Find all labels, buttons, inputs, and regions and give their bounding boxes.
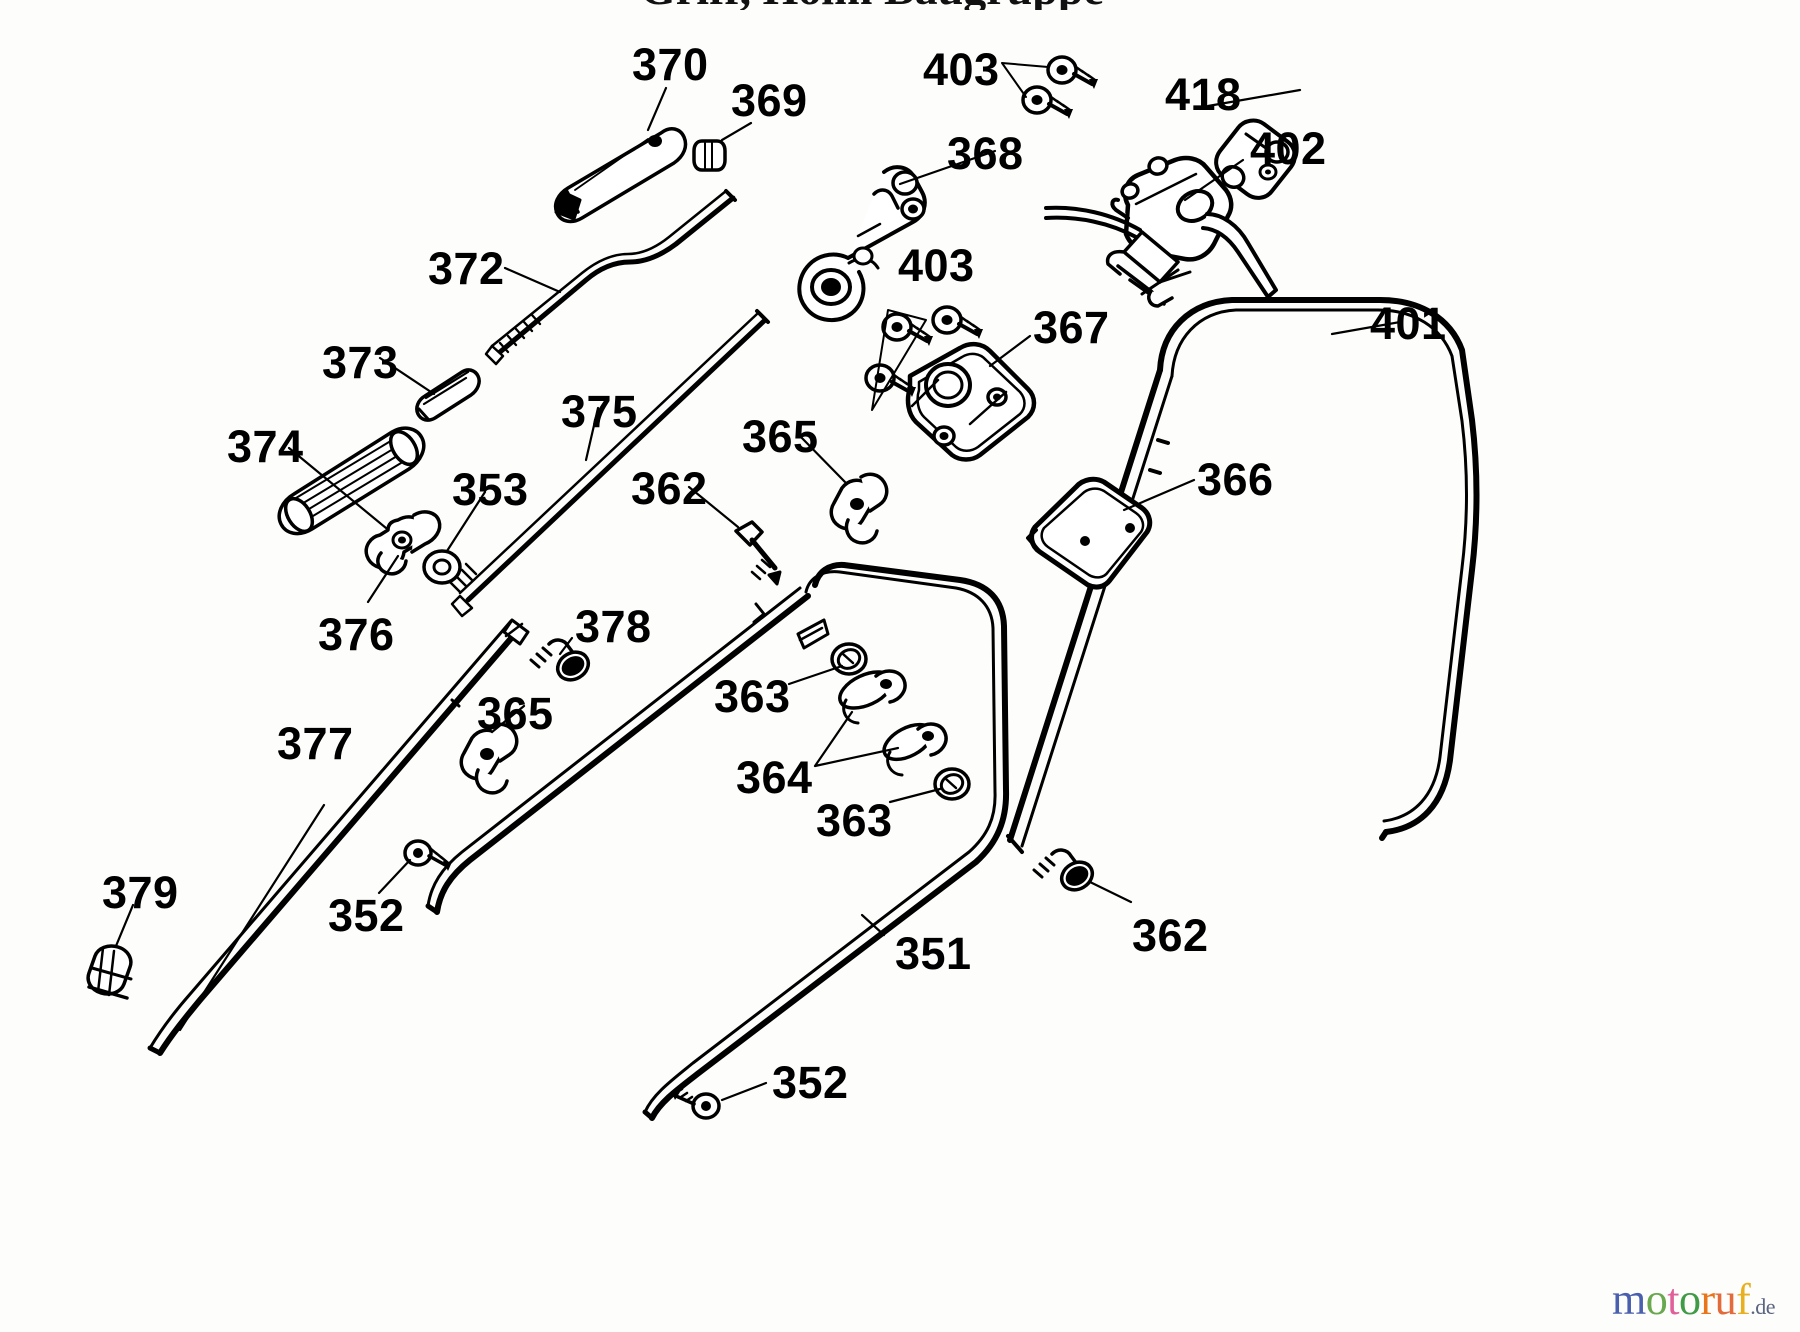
part-372-bent-rod	[484, 189, 737, 366]
callout-353[interactable]: 353	[452, 464, 529, 515]
part-365-cable-clip-lower	[459, 722, 519, 795]
callout-364[interactable]: 364	[736, 752, 813, 803]
callout-363-upper[interactable]: 363	[714, 671, 791, 722]
watermark-letter-t: t	[1667, 1275, 1679, 1324]
callout-351[interactable]: 351	[895, 928, 972, 979]
part-403-screws-lower	[864, 305, 983, 411]
part-364-cable-tie-pair	[838, 669, 948, 777]
callout-352-lower[interactable]: 352	[772, 1057, 849, 1108]
part-403-screws-upper	[1001, 55, 1098, 119]
callout-373[interactable]: 373	[322, 337, 399, 388]
watermark-letter-f: f	[1736, 1275, 1751, 1324]
callout-365-lower[interactable]: 365	[477, 688, 554, 739]
callout-363-lower[interactable]: 363	[816, 795, 893, 846]
callout-367[interactable]: 367	[1033, 302, 1110, 353]
part-379-end-cap-clip	[86, 944, 133, 1000]
callout-372[interactable]: 372	[428, 243, 505, 294]
watermark-suffix: .de	[1750, 1294, 1776, 1319]
part-373-short-sleeve	[415, 368, 481, 422]
callout-403-lower[interactable]: 403	[898, 240, 975, 291]
part-418-clamp-block	[1214, 118, 1297, 200]
part-365-cable-clip-upper	[829, 472, 889, 545]
callout-352-upper[interactable]: 352	[328, 890, 405, 941]
part-363-grommet-upper	[830, 642, 868, 676]
part-363-grommet-lower	[933, 767, 971, 801]
part-368-lever-arm	[797, 165, 927, 322]
part-362-bolt-hex	[734, 520, 782, 586]
part-366-plate-bracket	[1026, 476, 1153, 590]
callout-402[interactable]: 402	[1250, 123, 1327, 174]
part-402-control-handle-housing	[1044, 155, 1278, 308]
part-352-screw-upper	[403, 839, 452, 871]
callout-374[interactable]: 374	[227, 421, 304, 472]
part-353-washer	[422, 549, 462, 585]
callout-377[interactable]: 377	[277, 718, 354, 769]
part-352-screw-lower	[671, 1087, 721, 1120]
part-351-lower-handle-bar-right	[642, 561, 1010, 1121]
callout-365-upper[interactable]: 365	[742, 411, 819, 462]
motoruf-watermark: motoruf.de	[1612, 1275, 1776, 1324]
part-362-bolt-knob-lower	[1032, 848, 1095, 892]
callout-366[interactable]: 366	[1197, 454, 1274, 505]
diagram-title-strip: Griff, Holm Baugruppe	[0, 0, 1800, 10]
part-370-clevis-pin	[553, 127, 688, 224]
watermark-letter-o1: o	[1645, 1275, 1668, 1324]
watermark-letter-u: u	[1714, 1275, 1737, 1324]
part-lower-bar-middle	[425, 586, 811, 915]
watermark-letter-o2: o	[1678, 1275, 1701, 1324]
callout-379[interactable]: 379	[102, 867, 179, 918]
part-367-mounting-bracket	[905, 341, 1037, 462]
watermark-letter-r: r	[1700, 1275, 1715, 1324]
part-375-long-rod	[448, 309, 770, 618]
part-374-ribbed-grip	[277, 426, 426, 536]
leader-lines	[114, 86, 1402, 1102]
callout-362-lower[interactable]: 362	[1132, 910, 1209, 961]
part-369-cap-plug	[692, 139, 727, 172]
part-378-knob-screw	[529, 638, 591, 682]
part-401-upper-handle-bar	[1006, 297, 1480, 854]
callout-403-upper[interactable]: 403	[923, 44, 1000, 95]
callout-418[interactable]: 418	[1165, 69, 1242, 120]
callout-369[interactable]: 369	[731, 75, 808, 126]
callout-368[interactable]: 368	[947, 128, 1024, 179]
callout-378[interactable]: 378	[575, 601, 652, 652]
watermark-letter-m: m	[1612, 1275, 1646, 1324]
callout-362-upper[interactable]: 362	[631, 463, 708, 514]
callout-375[interactable]: 375	[561, 386, 638, 437]
diagram-title: Griff, Holm Baugruppe	[640, 0, 1104, 10]
callout-376[interactable]: 376	[318, 609, 395, 660]
callout-401[interactable]: 401	[1370, 298, 1447, 349]
callout-370[interactable]: 370	[632, 39, 709, 90]
